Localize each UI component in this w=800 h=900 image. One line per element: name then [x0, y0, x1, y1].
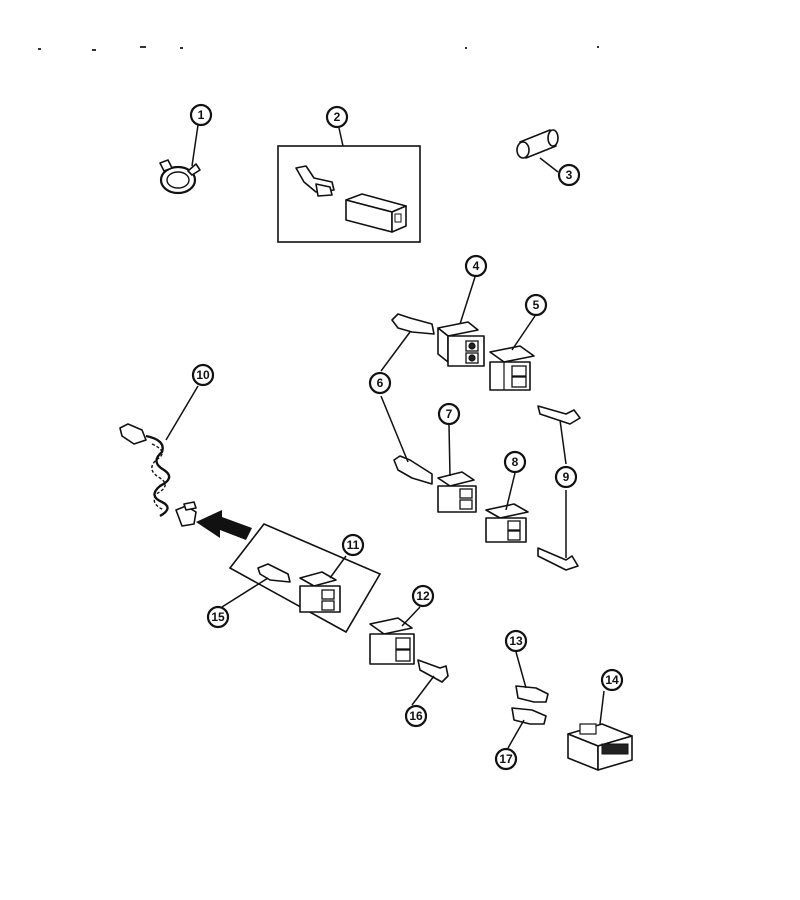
callout-11: 11	[341, 533, 365, 557]
part-5-connector	[489, 345, 535, 391]
part-2-terminal-kit	[277, 145, 421, 243]
callout-label: 2	[334, 110, 341, 124]
callout-label: 15	[211, 610, 225, 624]
callout-4: 4	[464, 254, 488, 278]
callout-label: 5	[533, 298, 540, 312]
callout-13: 13	[504, 629, 528, 653]
callout-label: 4	[473, 259, 480, 273]
callout-14: 14	[600, 668, 624, 692]
callout-10: 10	[191, 363, 215, 387]
part-13-terminal	[515, 685, 549, 703]
callout-6: 6	[368, 371, 392, 395]
leader-lines	[165, 124, 605, 749]
part-16-pin-terminal	[417, 659, 449, 683]
callout-8: 8	[503, 450, 527, 474]
callout-label: 10	[196, 368, 210, 382]
callout-1: 1	[189, 103, 213, 127]
callout-label: 3	[566, 168, 573, 182]
part-3-sleeve	[516, 129, 559, 159]
callout-label: 17	[499, 752, 513, 766]
callout-label: 12	[416, 589, 430, 603]
part-6-terminals	[391, 313, 435, 485]
callout-3: 3	[557, 163, 581, 187]
callout-9: 9	[554, 465, 578, 489]
callout-label: 9	[563, 470, 570, 484]
callout-16: 16	[404, 704, 428, 728]
part-4-connector	[437, 321, 485, 367]
callout-label: 14	[605, 673, 619, 687]
callouts: 1 2 3 4 5 6 7 8 9 10 11 12 13 14 15 16 1…	[189, 103, 624, 771]
callout-label: 1	[198, 108, 205, 122]
callout-15: 15	[206, 605, 230, 629]
callout-label: 7	[446, 407, 453, 421]
part-17-terminal	[511, 707, 547, 725]
direction-arrow	[196, 510, 252, 540]
part-14-block	[567, 723, 633, 771]
scan-specks	[38, 46, 599, 51]
part-9-terminals	[537, 405, 581, 571]
part-11-15-kit	[228, 523, 382, 634]
callout-label: 8	[512, 455, 519, 469]
part-12-connector	[369, 617, 415, 665]
callout-label: 16	[409, 709, 423, 723]
part-10-wire-harness	[119, 423, 197, 527]
callout-12: 12	[411, 584, 435, 608]
callout-5: 5	[524, 293, 548, 317]
callout-label: 6	[377, 376, 384, 390]
part-8-connector	[485, 503, 529, 543]
callout-label: 13	[509, 634, 523, 648]
part-1-clamp	[159, 159, 201, 195]
callout-7: 7	[437, 402, 461, 426]
callout-label: 11	[347, 538, 360, 552]
callout-2: 2	[325, 105, 349, 129]
part-7-connector	[437, 471, 477, 513]
callout-17: 17	[494, 747, 518, 771]
